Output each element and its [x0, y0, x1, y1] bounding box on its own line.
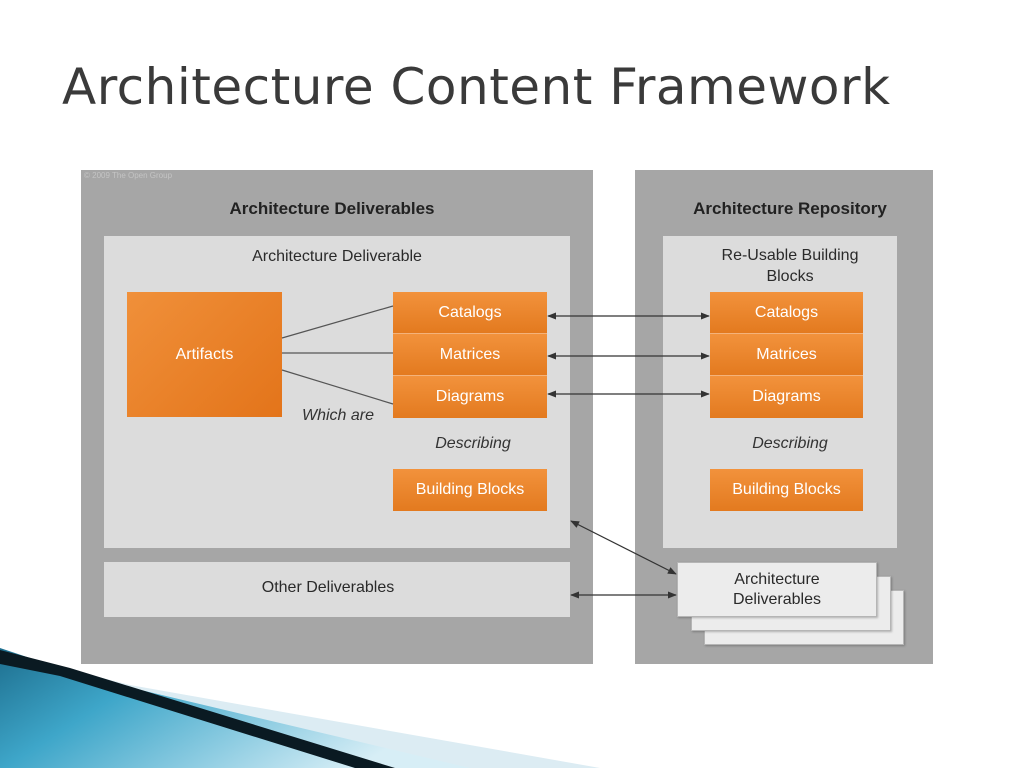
- swoosh-teal-band: [0, 648, 470, 768]
- right-building-blocks-box: Building Blocks: [710, 469, 863, 511]
- architecture-deliverable-label: Architecture Deliverable: [252, 248, 422, 265]
- right-describing-label: Describing: [752, 435, 828, 452]
- right-diagrams-box: Diagrams: [710, 376, 863, 418]
- artifacts-box: Artifacts: [127, 292, 282, 417]
- architecture-repository-title: Architecture Repository: [693, 199, 887, 218]
- slide-title: Architecture Content Framework: [62, 58, 891, 116]
- architecture-deliverables-document: Architecture Deliverables: [677, 562, 877, 617]
- which-are-label: Which are: [301, 407, 375, 424]
- other-deliverables-label: Other Deliverables: [261, 579, 395, 596]
- right-catalogs-box: Catalogs: [710, 292, 863, 334]
- artifacts-to-diagrams-line: [281, 369, 394, 405]
- copyright-watermark: © 2009 The Open Group: [84, 171, 173, 180]
- reusable-building-blocks-label: Re-Usable Building Blocks: [721, 247, 859, 285]
- deliverable-to-repository-arrow: [570, 520, 677, 575]
- right-matrices-box: Matrices: [710, 334, 863, 376]
- left-matrices-box: Matrices: [393, 334, 547, 376]
- artifacts-to-catalogs-line: [281, 305, 394, 339]
- other-deliverables-box: [104, 562, 570, 617]
- left-building-blocks-box: Building Blocks: [393, 469, 547, 511]
- architecture-deliverables-title: Architecture Deliverables: [229, 199, 435, 218]
- swoosh-dark-band: [0, 650, 395, 768]
- left-diagrams-box: Diagrams: [393, 376, 547, 418]
- left-describing-label: Describing: [435, 435, 511, 452]
- left-catalogs-box: Catalogs: [393, 292, 547, 334]
